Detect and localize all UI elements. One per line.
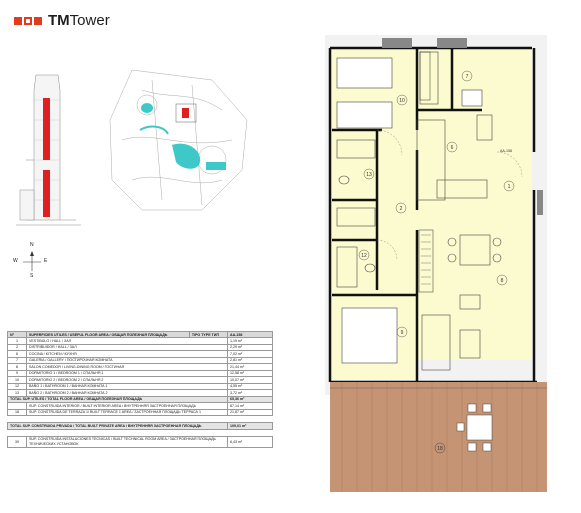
surface-table: Nº SUPERFICIES UTILES / USEFUL FLOOR ARE…: [7, 330, 273, 448]
header-unit-code: AA-158: [227, 330, 273, 339]
compass-rose: N S E W: [13, 242, 48, 279]
row-value: 2,81 m²: [227, 356, 273, 365]
table-row: 7 GALERIA / GALLERY / ПОСТИРОЧНАЯ КОМНАТ…: [7, 356, 273, 365]
compass-n-label: N: [30, 242, 34, 248]
unit-code-label: AA-158: [500, 149, 512, 153]
total-useful-value: 65,36 m²: [227, 395, 273, 404]
highlight-floors-upper: [43, 98, 50, 160]
room-label-9: 9: [401, 330, 404, 336]
row-value: 4,55 m²: [227, 382, 273, 391]
header-type: TIPO TYPE ТИП: [188, 330, 229, 339]
terrace: [330, 382, 547, 492]
table-row: SUP. CONSTRUIDA INTERIOR / BUILT INTERIO…: [7, 402, 273, 410]
tower-elevation: [16, 74, 81, 226]
pool-lane: [206, 162, 226, 170]
row-label: SUP. CONSTRUIDA INSTALACIONES TECNICAS /…: [26, 435, 228, 448]
row-value: 1,19 m²: [227, 337, 273, 346]
logo-square-icon: [14, 16, 22, 25]
compass-e-label: E: [44, 258, 48, 264]
pool-small: [141, 103, 153, 113]
table-row: 8 SALON COMEDOR / LIVING-DINING ROOM / Г…: [7, 363, 273, 371]
site-plan: [109, 69, 248, 211]
highlight-floors-lower: [43, 170, 50, 217]
pool-large: [172, 143, 201, 169]
room-label-6: 6: [451, 145, 454, 151]
room-label-7: 7: [466, 74, 469, 80]
brand-logo: TM Tower: [14, 12, 110, 29]
row-value: 21,44 m²: [227, 363, 273, 371]
room-label-1: 1: [508, 184, 511, 190]
row-number: 39: [7, 435, 27, 448]
logo-tower-text: Tower: [69, 12, 110, 29]
building-highlight: [182, 108, 189, 118]
floor-plan: 10 7 6 1 13 2 12 8 9 18 AA-158: [325, 35, 547, 492]
compass-arrow-icon: [23, 251, 41, 271]
compass-s-label: S: [30, 273, 34, 279]
row-value: 2,29 m²: [227, 343, 273, 352]
row-value: 10,07 m²: [227, 376, 273, 384]
table-row: 13 BAÑO 2 / BATHROOM 2 / ВАННАЯ КОМНАТА …: [7, 389, 273, 397]
compass-w-label: W: [13, 258, 18, 264]
row-value: 6,43 m²: [227, 435, 273, 448]
row-value: 3,72 m²: [227, 389, 273, 397]
total-private-row: TOTAL SUP. CONSTRUIDA PRIVADA / TOTAL BU…: [7, 422, 273, 430]
header-number: Nº: [7, 330, 27, 339]
row-value: 12,58 m²: [227, 369, 273, 378]
row-value: 7,02 m²: [227, 350, 273, 358]
spacer: [7, 428, 273, 437]
table-row: 39 SUP. CONSTRUIDA INSTALACIONES TECNICA…: [7, 435, 273, 448]
row-value: 87,14 m²: [227, 402, 273, 410]
row-value: 21,87 m²: [227, 408, 273, 417]
total-private-value: 109,01 m²: [227, 422, 273, 430]
table-row: 12 BAÑO 1 / BATHROOM 1 / ВАННАЯ КОМНАТА …: [7, 382, 273, 391]
table-row: 1 VESTIBULO / HALL / ЗАЛ 1,19 m²: [7, 337, 273, 346]
table-row: 10 DORMITORIO 2 / BEDROOM 2 / СПАЛЬНЯ 2 …: [7, 376, 273, 384]
room-label-2: 2: [400, 206, 403, 212]
room-label-10: 10: [399, 98, 405, 104]
table-row: 9 DORMITORIO 1 / BEDROOM 1 / СПАЛЬНЯ 1 1…: [7, 369, 273, 378]
total-useful-row: TOTAL SUP. UTILES / TOTAL FLOOR AREA / О…: [7, 395, 273, 404]
table-row: 6 COCINA / KITCHEN / КУХНЯ 7,02 m²: [7, 350, 273, 358]
table-header-row: Nº SUPERFICIES UTILES / USEFUL FLOOR ARE…: [7, 330, 273, 339]
room-label-8: 8: [501, 278, 504, 284]
table-row: 18 SUP. CONSTRUIDA DE TERRAZA 1/ BUILT T…: [7, 408, 273, 417]
logo-square-icon: [24, 16, 32, 25]
logo-tm-text: TM: [48, 12, 70, 29]
logo-square-icon: [34, 16, 42, 25]
spacer: [7, 415, 273, 424]
room-label-18: 18: [437, 446, 443, 452]
room-label-12: 12: [361, 253, 367, 259]
table-row: 2 DISTRIBUIDOR / HALL / ЗАЛ 2,29 m²: [7, 343, 273, 352]
room-label-13: 13: [366, 172, 372, 178]
